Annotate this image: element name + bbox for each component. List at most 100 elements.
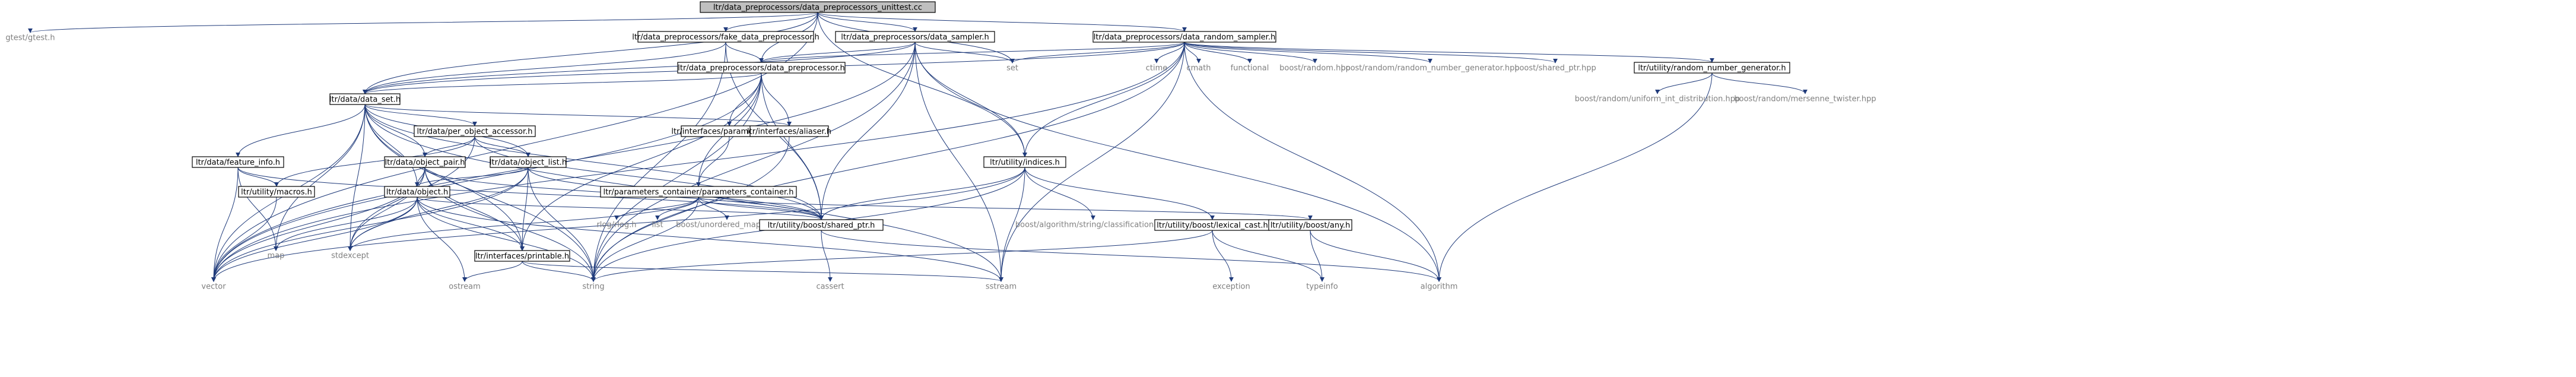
node-label: ltr/data_preprocessors/fake_data_preproc… — [632, 33, 820, 42]
node-label: ltr/data_preprocessors/data_preprocessor… — [678, 64, 844, 73]
edge-data_sampler-to-ltr_shared_ptr — [819, 42, 916, 220]
edge-printable-to-ostream — [462, 261, 523, 282]
node-random-sampler[interactable]: ltr/data_preprocessors/data_random_sampl… — [1092, 31, 1276, 43]
node-label: ltr/data_preprocessors/data_random_sampl… — [1094, 33, 1275, 42]
node-label: ltr/interfaces/aliaser.h — [747, 128, 831, 137]
node-data-set[interactable]: ltr/data/data_set.h — [329, 93, 401, 105]
edge-rng_h-to-algorithm — [1437, 72, 1713, 282]
edge-data_sampler-to-data_set — [363, 42, 916, 94]
edge-data_preprocessor-to-vector — [211, 72, 762, 282]
node-boost-any[interactable]: ltr/utility/boost/any.h — [1268, 219, 1352, 231]
node-fake-dp[interactable]: ltr/data_preprocessors/fake_data_preproc… — [632, 31, 820, 43]
edge-feature_info-to-map — [237, 167, 278, 251]
edge-data_sampler-to-sstream — [914, 42, 1003, 282]
edge-object-to-printable — [417, 197, 525, 251]
node-label: list — [652, 221, 663, 230]
edge-random_sampler-to-indices — [1022, 42, 1185, 157]
node-box — [759, 219, 884, 231]
node-gtest: gtest/gtest.h — [5, 34, 55, 43]
edge-data_set-to-per_object_accessor — [364, 104, 477, 126]
node-indices[interactable]: ltr/utility/indices.h — [983, 156, 1066, 168]
node-lexical-cast[interactable]: ltr/utility/boost/lexical_cast.h — [1154, 219, 1270, 231]
edge-data_sampler-to-data_preprocessor — [759, 42, 916, 63]
node-label: functional — [1231, 64, 1269, 73]
node-exception: exception — [1212, 283, 1250, 292]
node-set: set — [1006, 64, 1018, 73]
node-box — [384, 156, 466, 168]
node-label: sstream — [986, 283, 1017, 292]
edge-object_list-to-string — [528, 167, 596, 282]
edge-rng_h-to-uniform_int — [1655, 72, 1713, 94]
edge-per_object_accessor-to-macros — [274, 136, 475, 187]
edge-data_set-to-feature_info — [236, 104, 366, 157]
node-ostream: ostream — [449, 283, 481, 292]
node-object-pair[interactable]: ltr/data/object_pair.h — [384, 156, 466, 168]
edge-params_container-to-rlog — [614, 197, 699, 220]
edge-indices-to-vector — [211, 167, 1025, 282]
edge-lexical_cast-to-string — [591, 230, 1213, 282]
node-ltr-shared-ptr[interactable]: ltr/utility/boost/shared_ptr.h — [759, 219, 884, 231]
node-macros[interactable]: ltr/utility/macros.h — [238, 186, 315, 198]
node-mersenne: boost/random/mersenne_twister.hpp — [1734, 95, 1876, 104]
edge-random_sampler-to-data_preprocessor — [759, 42, 1185, 63]
node-string: string — [582, 283, 604, 292]
node-object[interactable]: ltr/data/object.h — [384, 186, 450, 198]
edge-data_preprocessor-to-data_set — [363, 72, 762, 94]
edge-data_preprocessor-to-printable — [520, 72, 762, 251]
node-box — [329, 93, 401, 105]
node-box — [474, 250, 570, 262]
node-label: ostream — [449, 283, 481, 292]
node-feature-info[interactable]: ltr/data/feature_info.h — [192, 156, 284, 168]
node-label: gtest/gtest.h — [5, 34, 55, 43]
node-box — [835, 31, 995, 43]
node-object-list[interactable]: ltr/data/object_list.h — [490, 156, 567, 168]
node-label: ltr/interfaces/printable.h — [475, 252, 569, 261]
node-box — [1268, 219, 1352, 231]
node-box — [749, 125, 829, 137]
edge-indices-to-lexical_cast — [1024, 167, 1215, 220]
edge-data_sampler-to-algorithm — [914, 42, 1441, 282]
edge-printable-to-sstream — [522, 261, 1003, 282]
node-label: ltr/data/object_pair.h — [385, 159, 465, 167]
node-label: ltr/utility/macros.h — [241, 188, 312, 197]
edge-rng_h-to-mersenne — [1711, 72, 1808, 94]
edge-boost_any-to-typeinfo — [1310, 230, 1324, 282]
node-label: ltr/parameters_container/parameters_cont… — [603, 188, 794, 197]
node-uniform-int: boost/random/uniform_int_distribution.hp… — [1575, 95, 1740, 104]
edge-fake_dp-to-data_preprocessor — [725, 42, 764, 63]
node-per-object-accessor[interactable]: ltr/data/per_object_accessor.h — [414, 125, 536, 137]
node-box — [600, 186, 797, 198]
node-map: map — [268, 252, 285, 261]
node-aliaser[interactable]: ltr/interfaces/aliaser.h — [747, 125, 831, 137]
edge-random_sampler-to-string — [591, 42, 1185, 282]
node-box — [192, 156, 284, 168]
node-ctime: ctime — [1146, 64, 1168, 73]
edge-params_container-to-boost_any — [698, 197, 1313, 220]
node-vector: vector — [201, 283, 226, 292]
edge-random_sampler-to-sstream — [999, 42, 1185, 282]
node-label: cmath — [1186, 64, 1211, 73]
node-label: ltr/utility/boost/shared_ptr.h — [768, 221, 875, 230]
edge-indices-to-ltr_shared_ptr — [819, 167, 1025, 220]
edge-params_container-to-list — [655, 197, 699, 220]
node-data-sampler[interactable]: ltr/data_preprocessors/data_sampler.h — [835, 31, 995, 43]
edge-random_sampler-to-algorithm — [1184, 42, 1441, 282]
node-label: boost/unordered_map.hpp — [676, 221, 778, 230]
node-box — [238, 186, 315, 198]
node-functional: functional — [1231, 64, 1269, 73]
node-root[interactable]: ltr/data_preprocessors/data_preprocessor… — [700, 1, 936, 13]
edge-root-to-data_set — [363, 12, 818, 94]
edge-object_list-to-printable — [520, 167, 529, 251]
node-box — [384, 186, 450, 198]
node-box — [637, 31, 814, 43]
node-rng-h[interactable]: ltr/utility/random_number_generator.h — [1634, 62, 1790, 74]
node-data-preprocessor[interactable]: ltr/data_preprocessors/data_preprocessor… — [677, 62, 846, 74]
node-label: typeinfo — [1306, 283, 1338, 292]
edge-root-to-gtest — [28, 12, 818, 33]
node-label: set — [1006, 64, 1018, 73]
edge-per_object_accessor-to-ltr_shared_ptr — [474, 136, 824, 220]
node-printable[interactable]: ltr/interfaces/printable.h — [474, 250, 570, 262]
node-params-container[interactable]: ltr/parameters_container/parameters_cont… — [600, 186, 797, 198]
edge-ltr_shared_ptr-to-cassert — [821, 230, 833, 282]
